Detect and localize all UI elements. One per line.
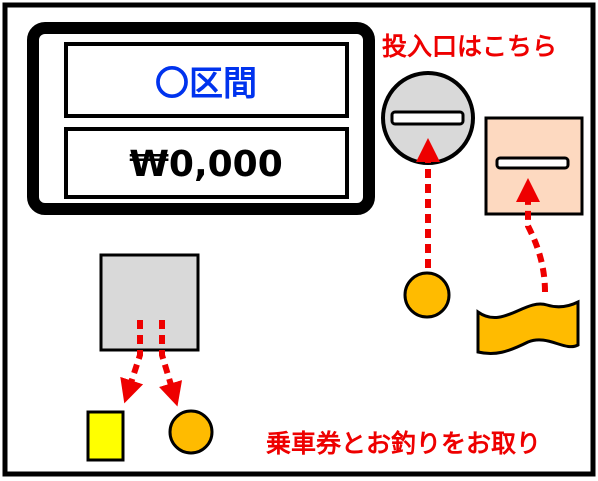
insert-here-label: 投入口はこちら [382, 32, 557, 61]
take-ticket-label: 乗車券とお釣りをお取り [266, 429, 541, 458]
coin-slot-icon[interactable] [381, 71, 475, 165]
change-out-arrow [159, 320, 183, 407]
banknote-icon [476, 299, 580, 356]
change-coin-icon[interactable] [168, 409, 214, 455]
ticket-icon[interactable] [86, 410, 125, 462]
fare-text: ₩0,000 [129, 144, 283, 185]
bill-insert-arrow [516, 178, 548, 293]
fare-display: 〇区間 ₩0,000 [27, 22, 375, 215]
coin-icon [403, 271, 451, 319]
ticket-outlet-icon[interactable] [99, 253, 200, 352]
bill-slot-icon[interactable] [484, 116, 584, 216]
fare-box [64, 127, 349, 199]
section-box [64, 42, 349, 118]
ticket-out-arrow [120, 320, 144, 404]
section-text: 〇区間 [155, 64, 257, 104]
